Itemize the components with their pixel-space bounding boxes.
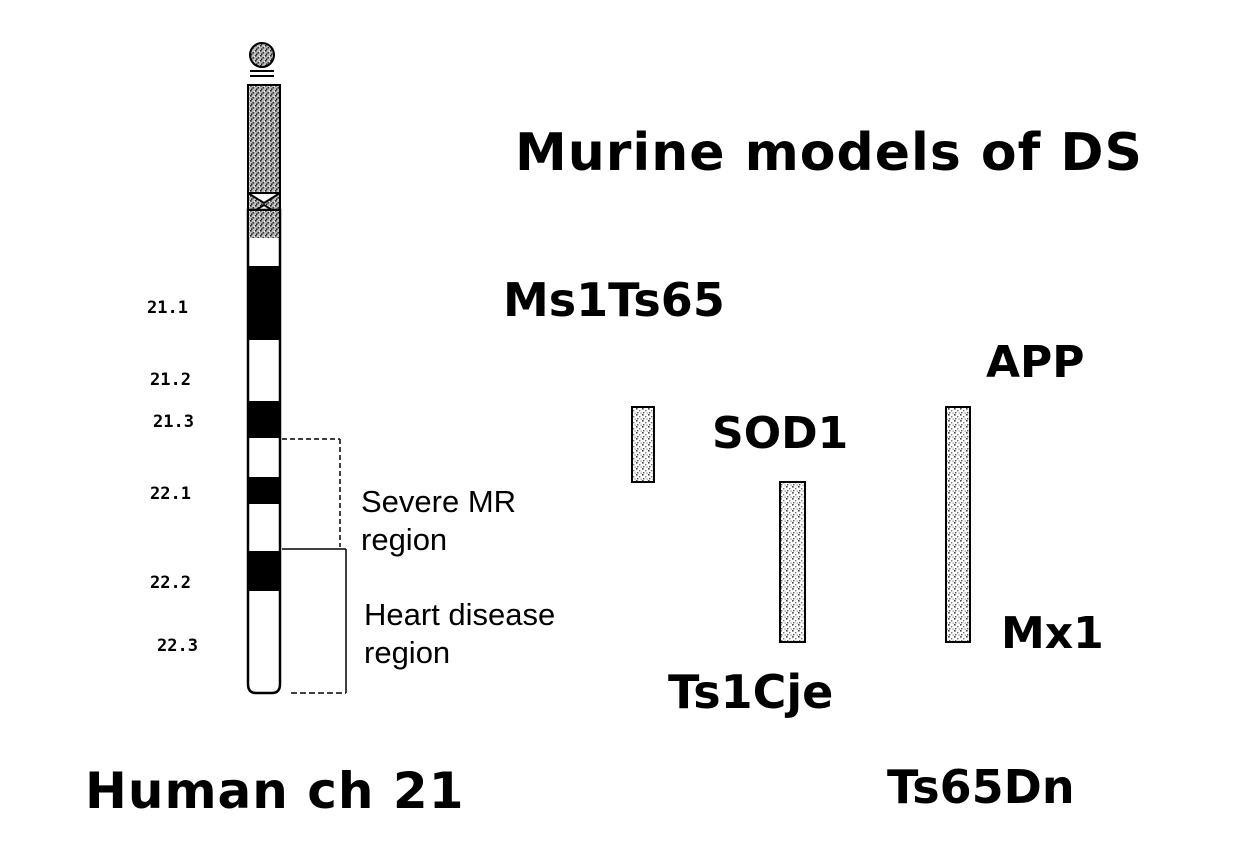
band-label-21-3: 21.3 [153,412,194,432]
band-label-22-3: 22.3 [157,636,198,656]
model-label-ms1ts65: Ms1Ts65 [503,273,725,327]
heart-disease-region-label: Heart disease region [364,597,556,670]
severe-mr-bracket [282,438,341,547]
severe-mr-region-label: Severe MR region [361,484,517,557]
model-label-ts65dn: Ts65Dn [887,760,1075,814]
band-label-22-2: 22.2 [150,573,191,593]
chromosome-ideogram [246,42,282,695]
heart-disease-bracket [282,548,347,694]
chromosome-satellite [249,42,275,68]
page-title: Murine models of DS [515,123,1143,183]
band-label-21-2: 21.2 [150,370,191,390]
band-label-21-1: 21.1 [147,298,188,318]
ts1cje-segment [779,481,806,643]
band-22-2 [249,551,279,591]
human-chromosome-label: Human ch 21 [85,762,465,820]
band-22-1 [249,477,279,504]
short-arm [247,84,281,194]
ms1ts65-segment [631,406,655,483]
band-21-1 [249,266,279,340]
gene-label-mx1: Mx1 [1001,608,1104,659]
band-21-3 [249,401,279,438]
gene-label-sod1: SOD1 [712,408,849,459]
long-arm-stipple-band [249,211,279,238]
ts65dn-segment [945,406,971,643]
gene-label-app: APP [986,337,1085,388]
model-label-ts1cje: Ts1Cje [668,665,834,719]
region-brackets [282,438,347,694]
band-label-22-1: 22.1 [150,484,191,504]
